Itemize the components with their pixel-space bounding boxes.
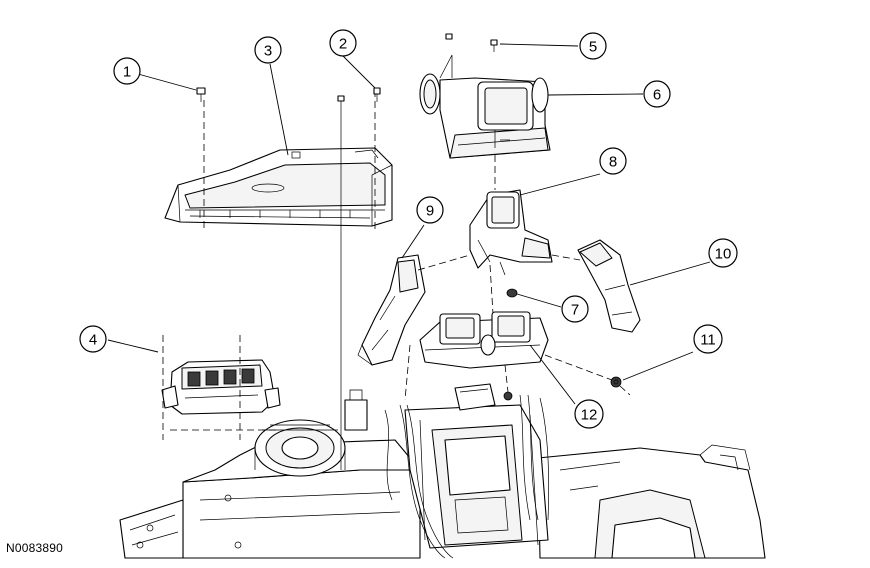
part-12-floor-duct <box>419 311 549 369</box>
callout-9: 9 <box>416 196 444 224</box>
part-3-cover-panel <box>164 90 393 230</box>
assembly-guide-lines <box>404 155 631 401</box>
callout-2-label: 2 <box>339 36 347 53</box>
nut-part-12 <box>503 391 513 401</box>
callout-11: 11 <box>693 324 723 354</box>
part-4-control-module <box>161 335 281 440</box>
callout-9-label: 9 <box>426 203 434 220</box>
callout-12-label: 12 <box>581 407 598 424</box>
callout-7: 7 <box>561 295 589 323</box>
callout-2: 2 <box>329 29 357 57</box>
callout-5-label: 5 <box>589 39 597 56</box>
screw-center-stud <box>337 95 345 470</box>
callout-7-label: 7 <box>571 302 579 319</box>
part-10-right-duct <box>577 239 641 333</box>
screw-part-1 <box>196 87 206 102</box>
screw-part-2 <box>373 87 381 102</box>
callout-12: 12 <box>574 399 604 429</box>
callout-8-label: 8 <box>609 154 617 171</box>
figure-reference-number: N0083890 <box>6 541 63 555</box>
nut-part-11 <box>610 376 622 388</box>
callout-10: 10 <box>708 238 738 268</box>
callout-10-label: 10 <box>715 246 732 263</box>
callout-3-label: 3 <box>264 43 272 60</box>
callout-8: 8 <box>599 147 627 175</box>
callout-4-label: 4 <box>89 332 97 349</box>
callout-leader-lines <box>107 43 711 405</box>
part-9-left-duct <box>357 254 426 366</box>
callout-1-label: 1 <box>123 64 131 81</box>
callout-6: 6 <box>643 80 671 108</box>
screw-part-5 <box>445 33 498 52</box>
callout-4: 4 <box>79 325 107 353</box>
callout-5: 5 <box>579 32 607 60</box>
callout-6-label: 6 <box>653 87 661 104</box>
part-6-upper-duct <box>419 54 551 159</box>
instrument-panel-assembly <box>119 383 766 559</box>
clip-part-7 <box>506 288 518 298</box>
part-8-center-duct <box>469 189 553 331</box>
callout-11-label: 11 <box>700 332 716 349</box>
callout-3: 3 <box>254 36 282 64</box>
fasteners <box>196 33 622 470</box>
callout-1: 1 <box>113 57 141 85</box>
